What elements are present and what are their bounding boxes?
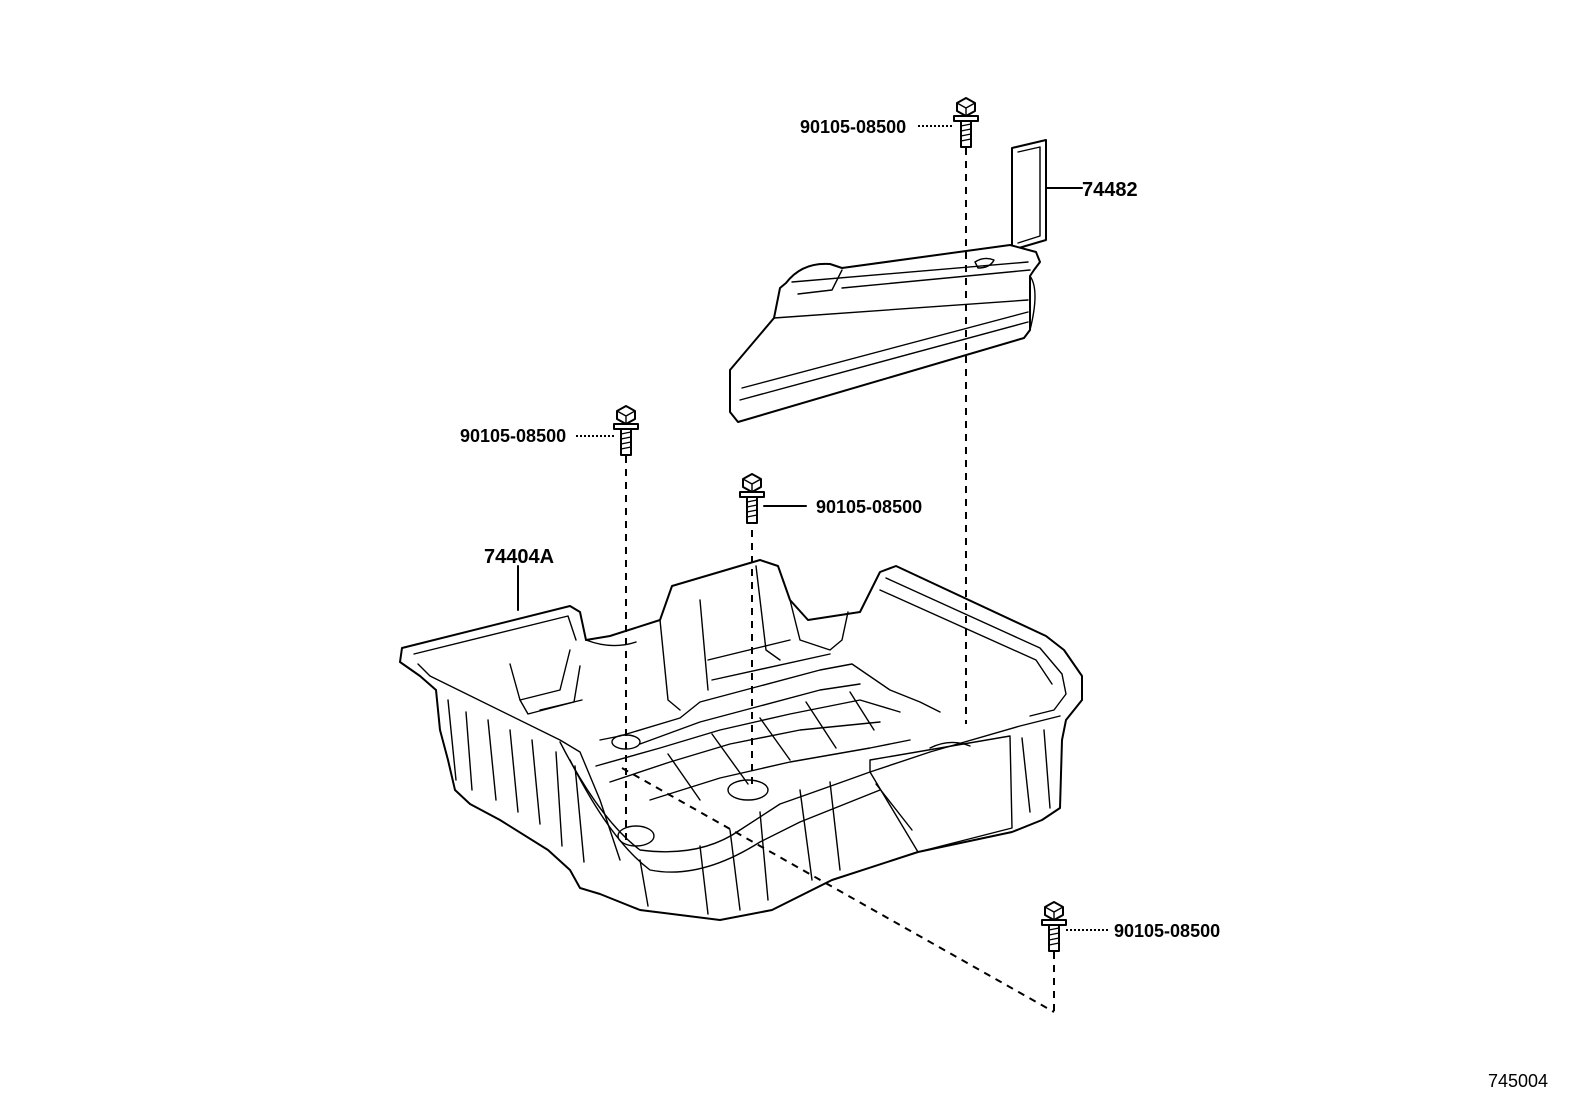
- tray-74404a-part[interactable]: [399, 559, 1083, 921]
- callout-bolt-middle: 90105-08500: [816, 497, 922, 517]
- callout-bracket: 74482: [1082, 179, 1138, 201]
- callout-bolt-bottom: 90105-08500: [1114, 921, 1220, 941]
- bolt-top-icon[interactable]: [953, 97, 979, 148]
- bracket-74482-part[interactable]: [729, 139, 1047, 423]
- callout-bolt-top: 90105-08500: [800, 117, 906, 137]
- diagram-id: 745004: [1488, 1071, 1548, 1091]
- callout-bolt-left: 90105-08500: [460, 426, 566, 446]
- bolt-bottom-icon[interactable]: [1041, 901, 1067, 952]
- assembly-guide-lines: [621, 148, 1055, 1013]
- bolt-middle-icon[interactable]: [739, 473, 765, 524]
- callout-tray: 74404A: [484, 546, 554, 568]
- leader-lines: [517, 125, 1108, 931]
- bolt-left-icon[interactable]: [613, 405, 639, 456]
